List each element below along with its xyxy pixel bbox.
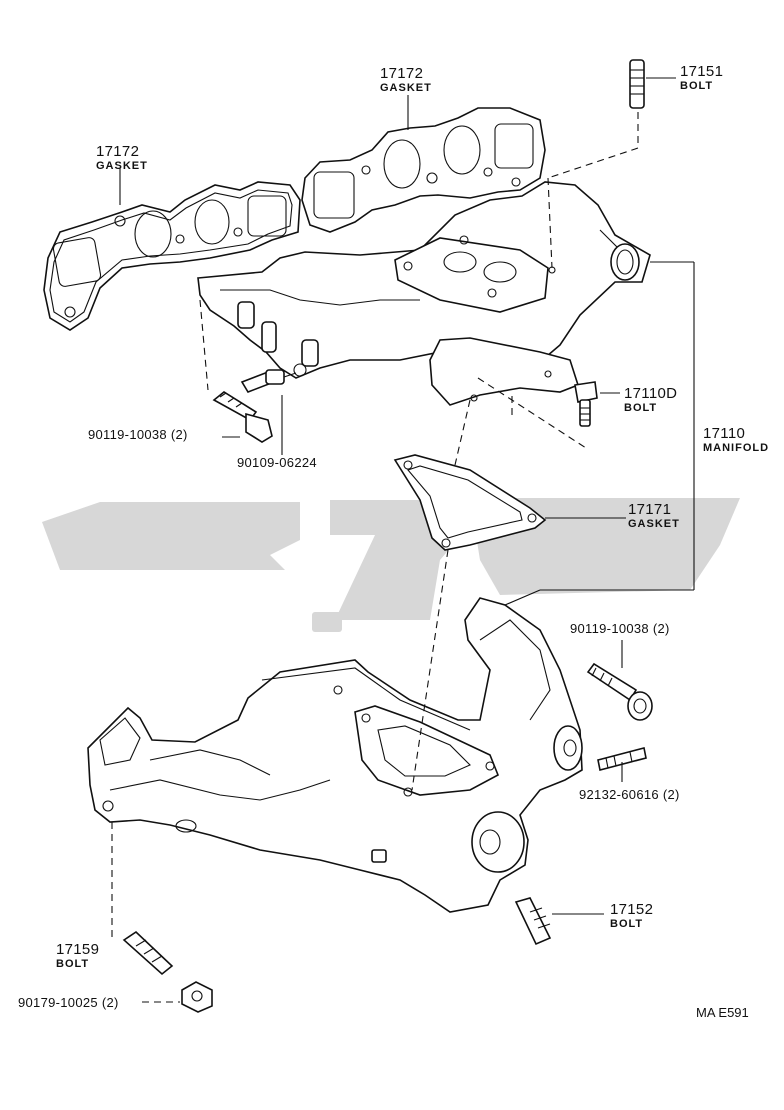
intake-manifold xyxy=(197,181,651,406)
label-17110-manifold: 17110 MANIFOLD xyxy=(703,426,769,454)
exhaust-manifold xyxy=(87,597,583,913)
part-desc: BOLT xyxy=(610,918,644,930)
part-desc: BOLT xyxy=(680,80,714,92)
label-90109: 90109-06224 xyxy=(237,455,317,470)
label-90119-upper: 90119-10038 (2) xyxy=(88,427,188,442)
part-number: 17159 xyxy=(56,941,100,958)
alignment-dashed-lines xyxy=(111,112,639,940)
label-17172-top: 17172 GASKET xyxy=(380,66,432,94)
flange-bolt-upper xyxy=(212,391,273,443)
part-number: 17151 xyxy=(680,63,724,80)
exhaust-gasket-top xyxy=(301,107,546,233)
label-17172-left: 17172 GASKET xyxy=(96,144,148,172)
hex-nut-90179 xyxy=(142,981,213,1013)
part-number: 17152 xyxy=(610,901,654,918)
part-number: 17171 xyxy=(628,501,672,518)
part-desc: GASKET xyxy=(380,82,432,94)
stud-92132 xyxy=(597,747,647,782)
label-17110d: 17110D BOLT xyxy=(624,386,677,414)
diagram-code: MA E591 xyxy=(696,1005,749,1020)
label-90119-right: 90119-10038 (2) xyxy=(570,621,670,636)
label-17171: 17171 GASKET xyxy=(628,502,680,530)
part-desc: GASKET xyxy=(628,518,680,530)
part-desc: GASKET xyxy=(96,160,148,172)
exhaust-gasket-left xyxy=(43,181,301,331)
flange-bolt-right xyxy=(586,662,653,721)
riser-gasket-17171 xyxy=(393,454,626,551)
part-desc: MANIFOLD xyxy=(703,442,770,454)
part-number: 17172 xyxy=(380,65,424,82)
part-desc: BOLT xyxy=(624,402,658,414)
label-17151: 17151 BOLT xyxy=(680,64,723,92)
leader-lines xyxy=(119,95,695,668)
stud-bolt-17152 xyxy=(514,897,604,946)
part-number: 17110 xyxy=(703,425,746,442)
stud-bolt-17159 xyxy=(122,930,174,976)
bolt-17110d xyxy=(574,381,620,427)
label-90179: 90179-10025 (2) xyxy=(18,995,119,1010)
vacuum-switch-90109 xyxy=(240,369,297,455)
label-92132: 92132-60616 (2) xyxy=(579,787,680,802)
label-17159: 17159 BOLT xyxy=(56,942,99,970)
part-number: 17110D xyxy=(624,385,678,402)
part-desc: BOLT xyxy=(56,958,90,970)
part-number: 17172 xyxy=(96,143,140,160)
stud-bolt-17151 xyxy=(629,59,676,109)
label-17152: 17152 BOLT xyxy=(610,902,653,930)
